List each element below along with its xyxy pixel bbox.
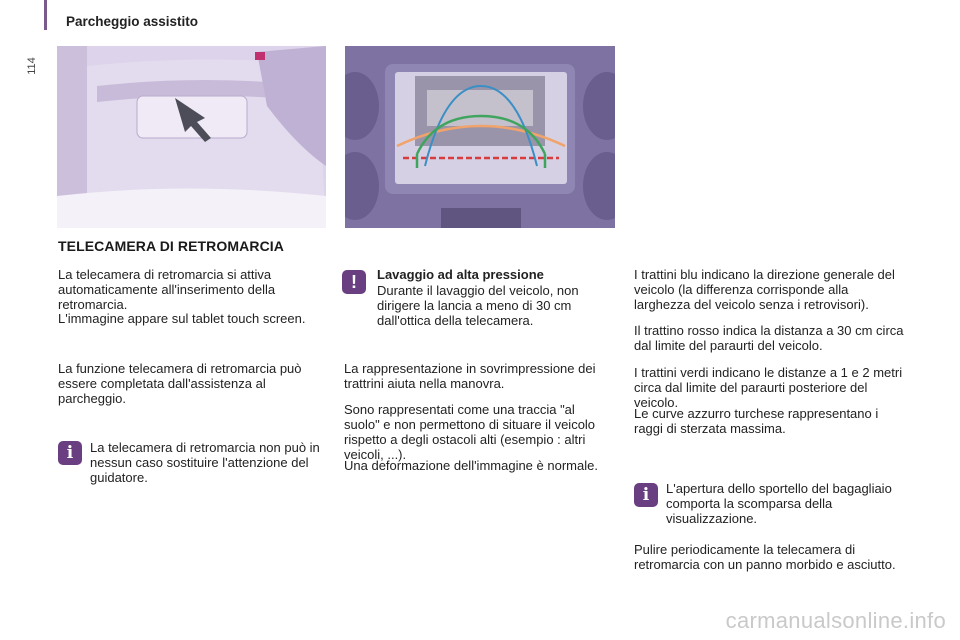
info-icon: i xyxy=(58,441,82,465)
col3-info-note: L'apertura dello sportello del bagagliai… xyxy=(666,481,892,526)
col3-paragraph-5: Pulire periodicamente la telecamera di r… xyxy=(634,542,896,572)
dashboard-screen-drawing xyxy=(345,46,615,228)
col3-paragraph-1: I trattini blu indicano la direzione gen… xyxy=(634,267,895,312)
col1-paragraph-3: La funzione telecamera di retromarcia pu… xyxy=(58,361,302,406)
col1-info-note: La telecamera di retromarcia non può in … xyxy=(90,440,320,485)
warning-title: Lavaggio ad alta pressione xyxy=(377,267,544,282)
warning-icon: ! xyxy=(342,270,366,294)
col2-paragraph-1: La rappresentazione in sovrimpressione d… xyxy=(344,361,596,391)
rear-camera-screen-illustration xyxy=(345,46,615,228)
col2-paragraph-2: Sono rappresentati come una traccia "al … xyxy=(344,402,596,462)
info-icon: i xyxy=(634,483,658,507)
col1-paragraph-2: L'immagine appare sul tablet touch scree… xyxy=(58,311,306,326)
section-title: TELECAMERA DI RETROMARCIA xyxy=(58,238,284,254)
footer-watermark: carmanualsonline.info xyxy=(725,608,946,633)
header-accent-bar xyxy=(44,0,47,30)
col3-paragraph-2: Il trattino rosso indica la distanza a 3… xyxy=(634,323,904,353)
tailgate-drawing xyxy=(57,46,326,228)
col2-paragraph-3: Una deformazione dell'immagine è normale… xyxy=(344,458,598,473)
tailgate-camera-illustration xyxy=(57,46,326,228)
col1-paragraph-1: La telecamera di retromarcia si attiva a… xyxy=(58,267,276,312)
page-number: 114 xyxy=(26,57,38,75)
col3-paragraph-3: I trattini verdi indicano le distanze a … xyxy=(634,365,903,410)
page-header-title: Parcheggio assistito xyxy=(66,14,199,29)
col3-paragraph-4: Le curve azzurro turchese rappresentano … xyxy=(634,406,879,436)
warning-text: Durante il lavaggio del veicolo, non dir… xyxy=(377,283,579,328)
